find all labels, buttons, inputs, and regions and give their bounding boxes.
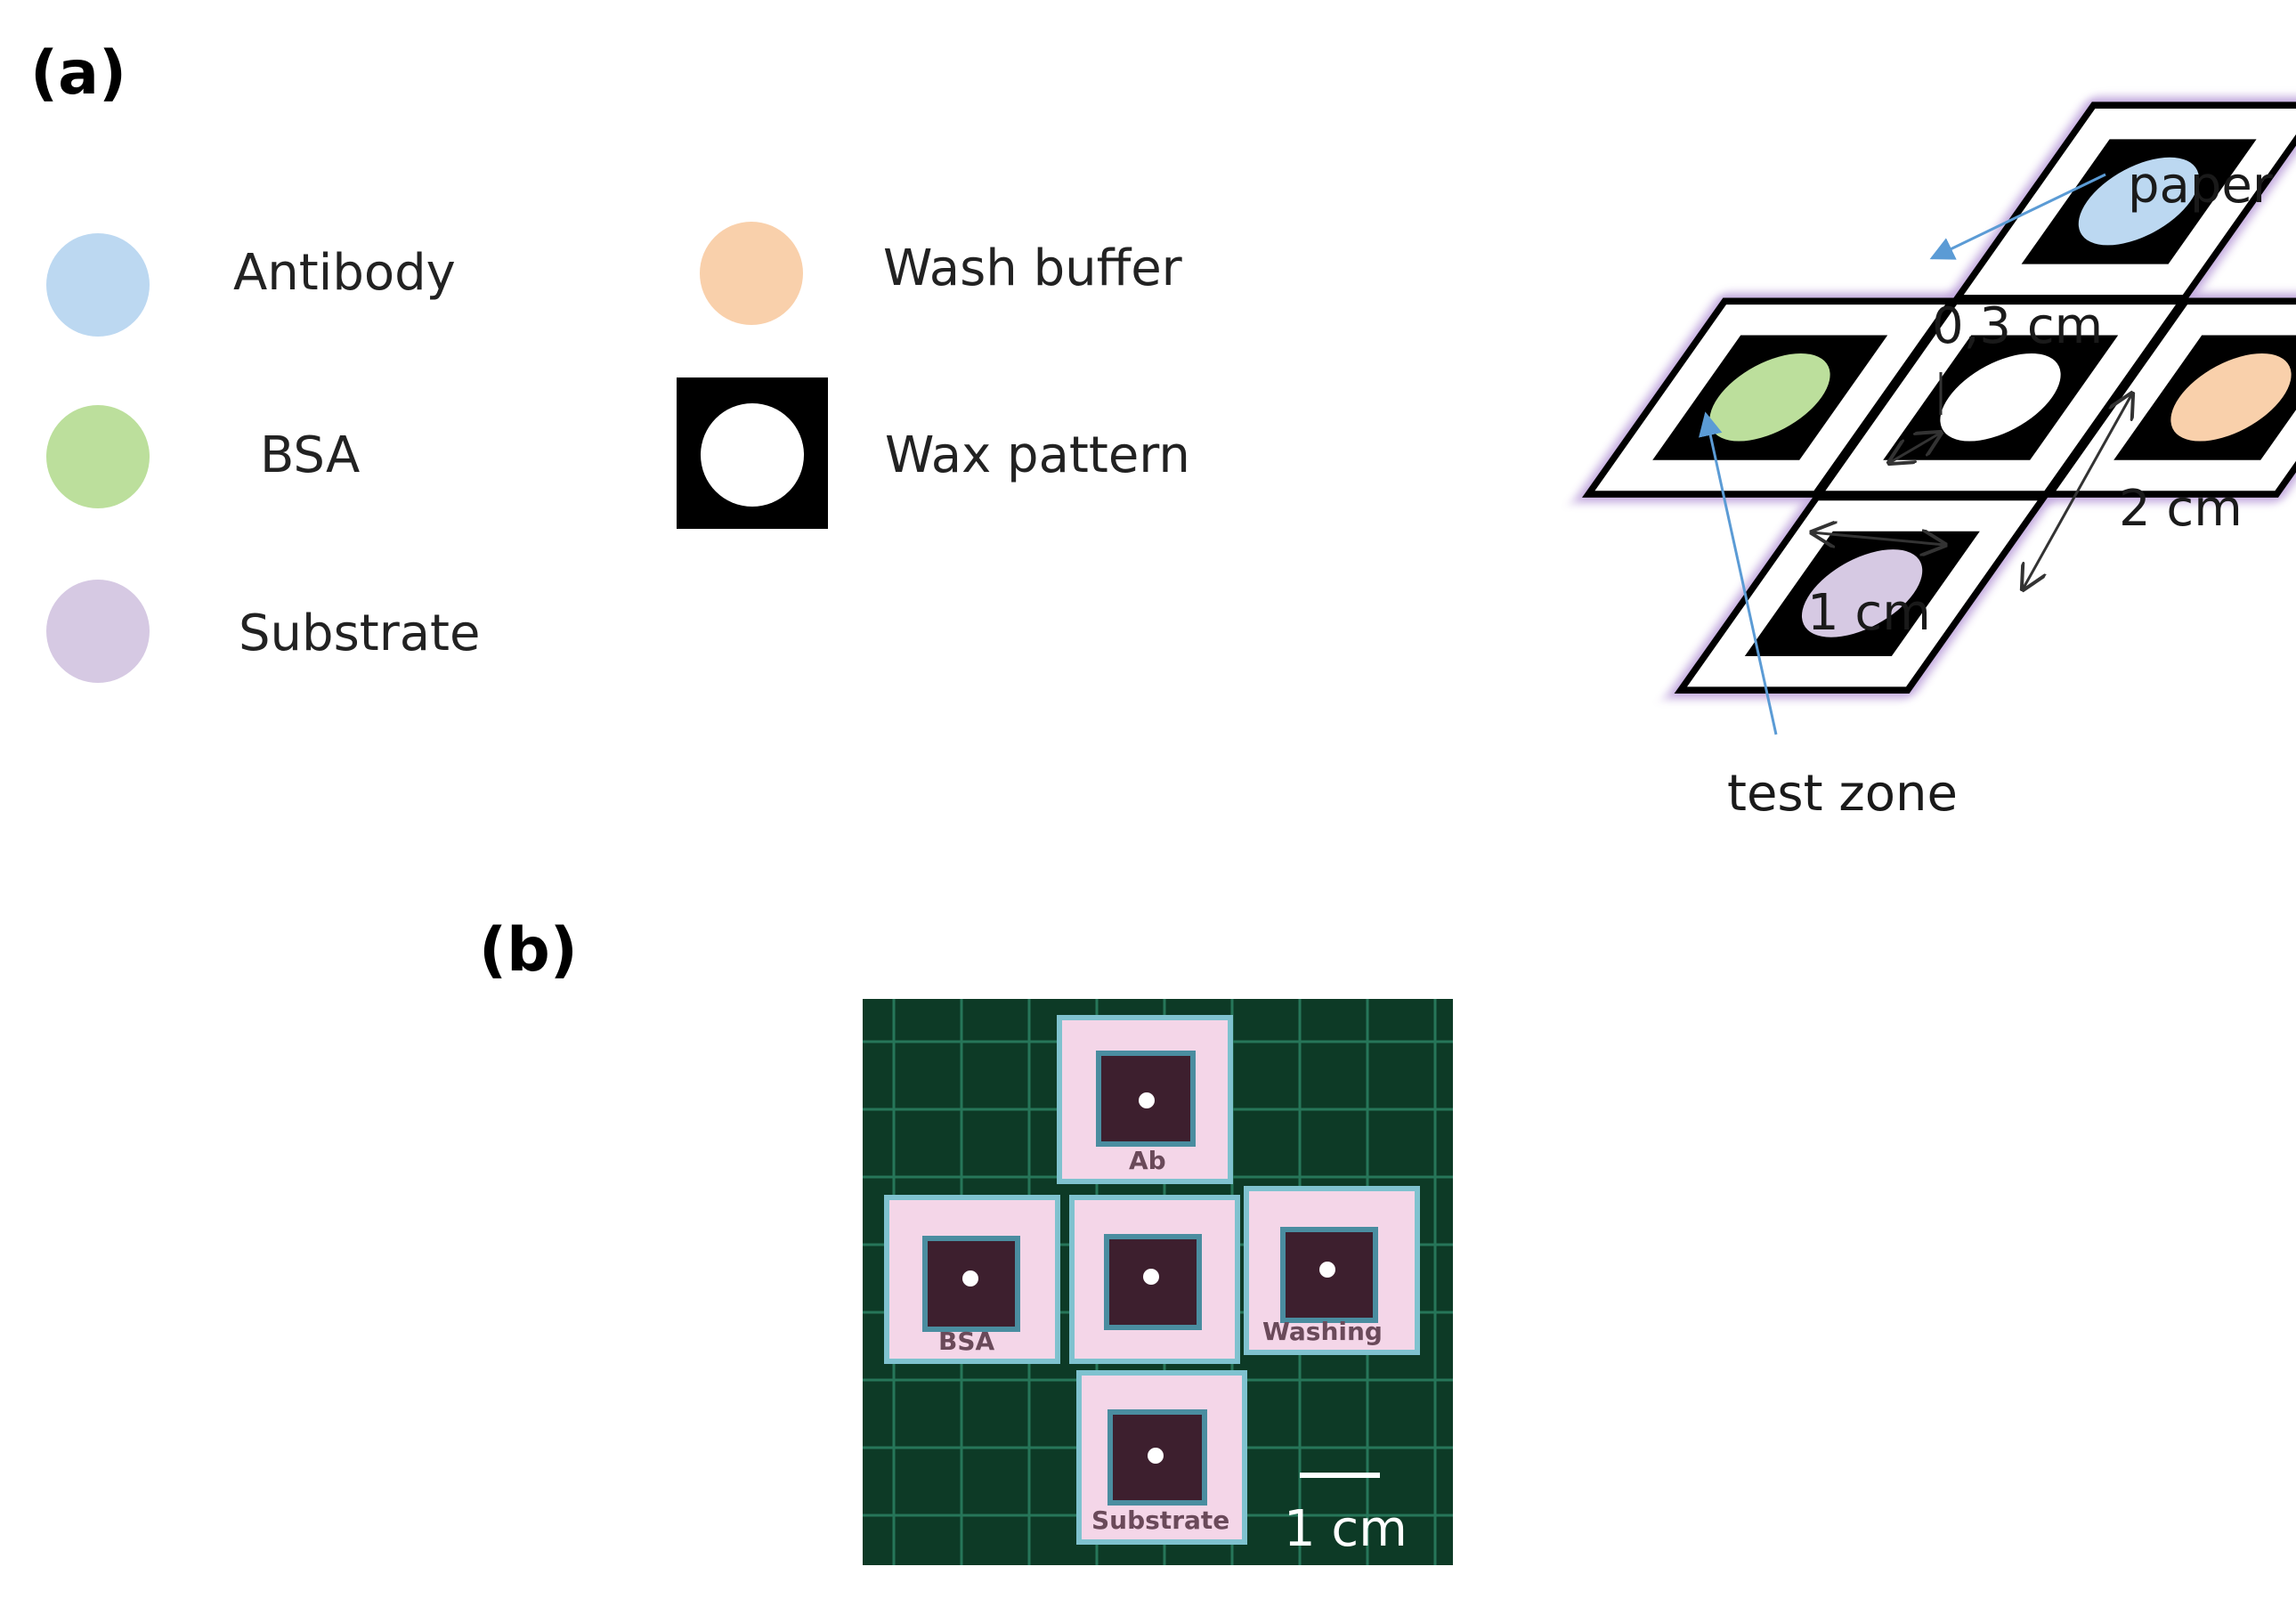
test-zone-pointer <box>1699 411 1778 735</box>
test-zone <box>1940 353 2061 442</box>
antibody-swatch <box>46 233 150 337</box>
radius-arrow <box>1889 433 1941 463</box>
legend-item-wax-pattern: Wax pattern <box>677 377 1190 529</box>
legend-item-bsa: BSA <box>46 405 360 508</box>
legend-label: Substrate <box>239 605 480 662</box>
gap-label: 0,3 cm <box>1932 297 2103 355</box>
panel-b-label: (b) <box>479 915 578 986</box>
one-cm-arrow <box>1812 532 1945 545</box>
legend-label: Antibody <box>233 244 456 302</box>
legend-item-antibody: Antibody <box>46 233 456 337</box>
scale-bar-label: 1 cm <box>1284 1500 1408 1558</box>
scale-bar: 1 cm <box>1284 1473 1408 1558</box>
legend-label: Wax pattern <box>885 426 1190 484</box>
pointer-arrows <box>1699 173 2106 735</box>
size-inner-label: 1 cm <box>1807 584 1931 642</box>
size-outer-label: 2 cm <box>2119 480 2243 538</box>
paper-label: paper <box>2128 157 2274 215</box>
wax-swatch-hole <box>701 403 804 507</box>
test-zone-label: test zone <box>1727 765 1958 823</box>
legend-item-substrate: Substrate <box>46 580 480 683</box>
substrate-zone <box>1801 549 1923 637</box>
substrate-swatch <box>46 580 150 683</box>
photo-label-substrate: Substrate <box>1091 1506 1229 1535</box>
square-substrate <box>1674 493 2050 694</box>
photo-square-substrate: Substrate <box>1076 1370 1247 1545</box>
photo-square-ab: Ab <box>1057 1015 1233 1184</box>
legend-label: Wash buffer <box>883 239 1183 297</box>
device-photo: Ab BSA Washing Substrate <box>863 999 1453 1565</box>
paper-pointer <box>1929 173 2106 260</box>
bsa-zone <box>1709 353 1830 442</box>
dimension-marks <box>1812 372 2132 589</box>
bsa-swatch <box>46 405 150 508</box>
photo-square-washing: Washing <box>1244 1186 1420 1355</box>
photo-label-washing: Washing <box>1262 1317 1383 1346</box>
legend-label: BSA <box>260 426 360 484</box>
antibody-zone <box>2078 157 2200 246</box>
wash-buffer-swatch <box>700 222 803 325</box>
photo-square-bsa: BSA <box>884 1195 1060 1364</box>
photo-square-test <box>1069 1195 1240 1364</box>
legend-item-wash-buffer: Wash buffer <box>700 222 1183 325</box>
two-cm-arrow <box>2023 394 2132 589</box>
wash-buffer-zone <box>2170 353 2292 442</box>
photo-label-bsa: BSA <box>938 1327 995 1356</box>
legend: Antibody BSA Substrate Wash buffer Wax p… <box>46 222 1190 683</box>
photo-label-ab: Ab <box>1129 1146 1166 1175</box>
panel-a-label: (a) <box>30 38 126 109</box>
